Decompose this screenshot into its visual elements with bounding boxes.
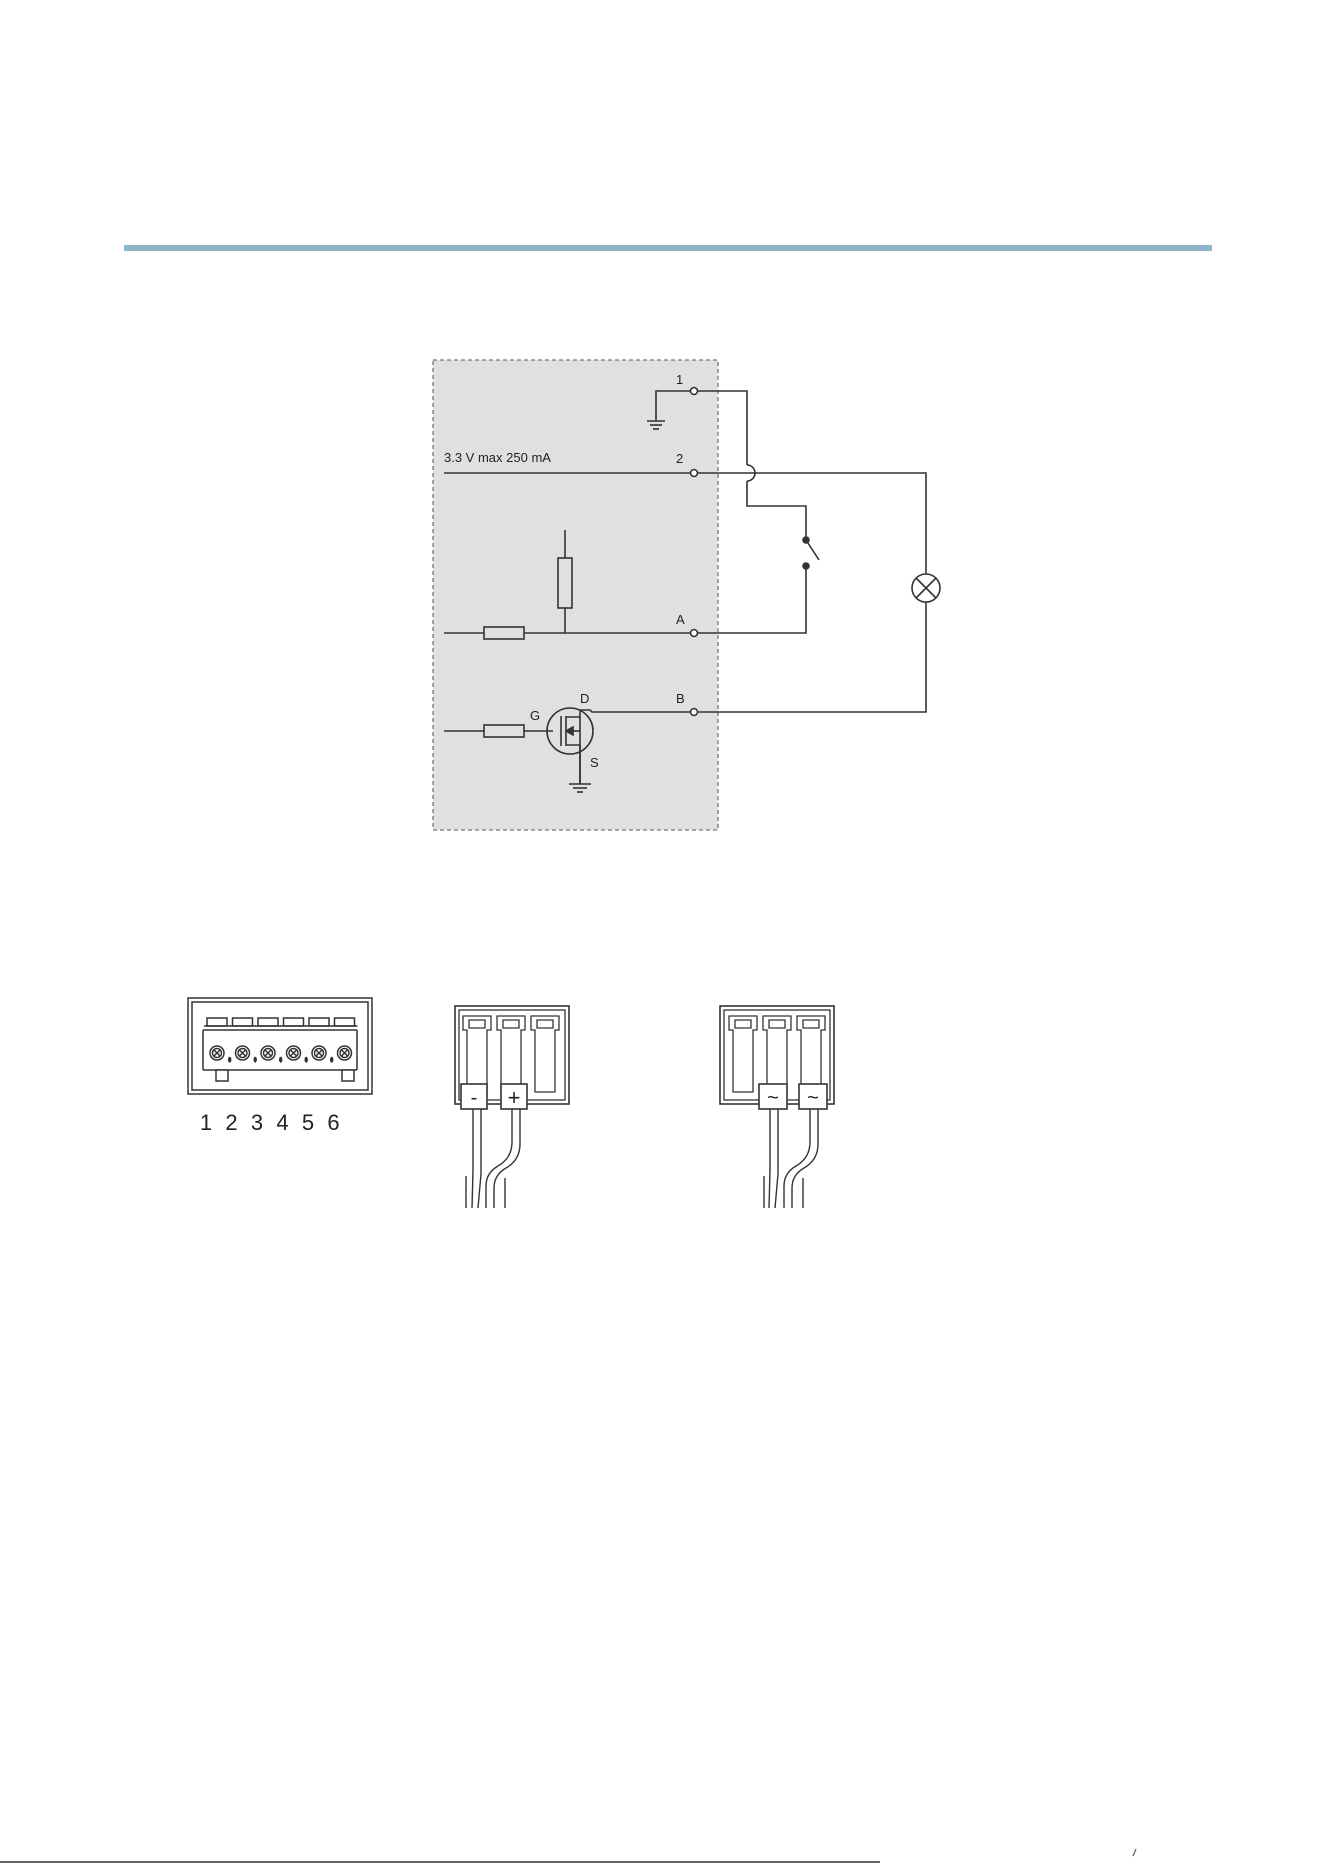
ac2-label: ~ [807,1087,819,1109]
device-boundary [433,360,718,830]
terminal-block-6pin [188,998,372,1094]
connector-slot [497,1016,525,1092]
pin-number-label: 5 [302,1110,314,1135]
gate-label: G [530,708,540,723]
connector-slot [531,1016,559,1092]
io-schematic [433,360,940,830]
pin-number-label: 1 [200,1110,212,1135]
external-wiring [698,391,940,712]
pin-b-label: B [676,691,685,706]
pin-number-label: 2 [225,1110,237,1135]
plus-label: + [508,1085,521,1110]
pin-number-label: 4 [276,1110,288,1135]
pin-number-label: 6 [327,1110,339,1135]
footer-mark [1133,1849,1136,1856]
header-rule [124,245,1212,251]
pin-number-label: 3 [251,1110,263,1135]
pin-1-label: 1 [676,372,683,387]
pin-a-label: A [676,612,685,627]
terminal-b [691,709,698,716]
connector-slot [463,1016,491,1092]
terminal-a [691,630,698,637]
terminal-1 [691,388,698,395]
connector-slot [729,1016,757,1092]
drain-label: D [580,691,589,706]
source-label: S [590,755,599,770]
pin-2-label: 2 [676,451,683,466]
connector-slot [763,1016,791,1092]
terminal-2 [691,470,698,477]
minus-label: - [471,1087,478,1109]
switch-lever [806,540,819,560]
ac-wires [764,1094,818,1208]
ac1-label: ~ [767,1087,779,1109]
supply-label: 3.3 V max 250 mA [444,450,551,465]
connector-slot [797,1016,825,1092]
